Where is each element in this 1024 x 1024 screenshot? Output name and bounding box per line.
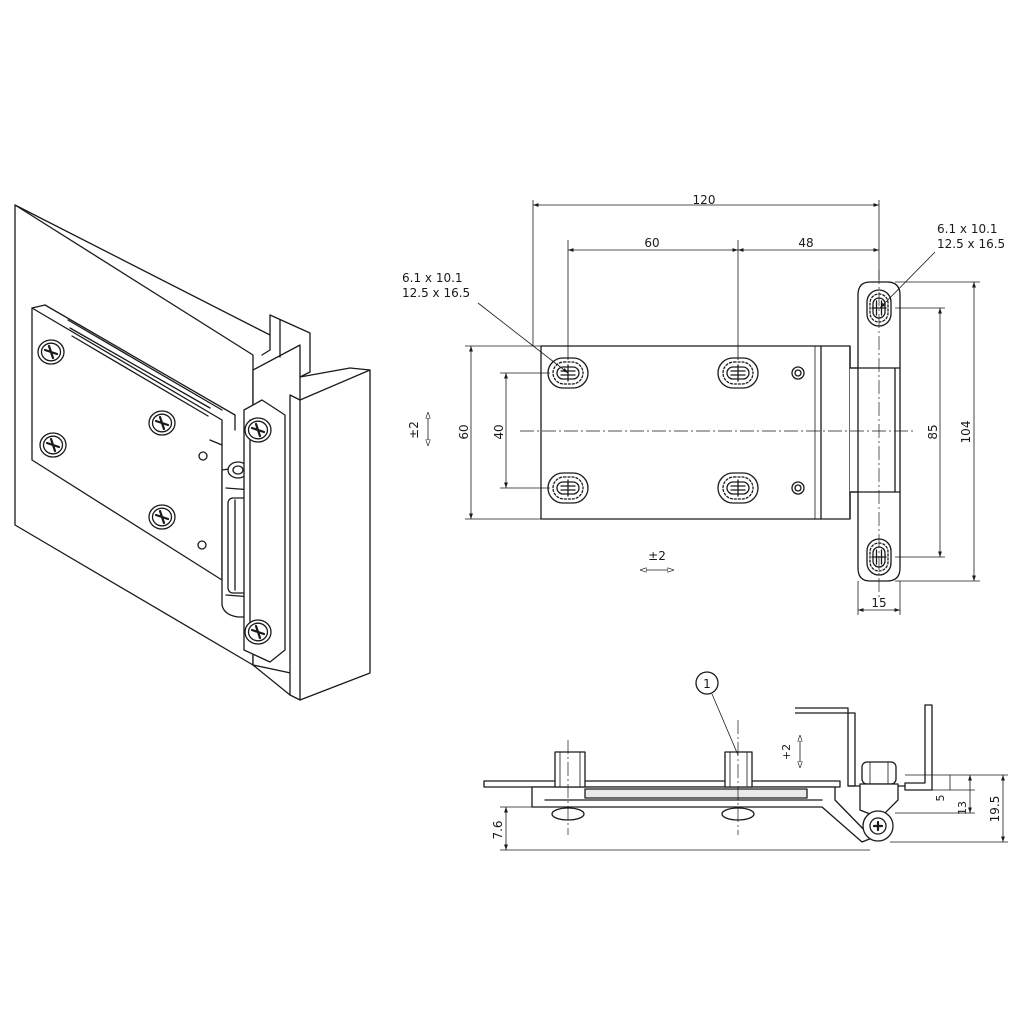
door-edge <box>483 780 841 788</box>
dim-depth-adjust-label: +2 <box>780 744 793 760</box>
dim-60-label: 60 <box>644 236 659 250</box>
side-extension-lines <box>500 774 1008 851</box>
hinge-pivot-side <box>859 761 899 842</box>
centerlines <box>520 270 915 598</box>
extension-lines <box>465 200 980 615</box>
dim-vertical-adjust-label: ±2 <box>407 421 421 439</box>
frame-leaf <box>243 399 286 663</box>
dim-horizontal-adjust-label: ±2 <box>648 549 666 563</box>
frame-leaf-top <box>849 281 901 582</box>
dim-120-label: 120 <box>693 193 716 207</box>
dim-7-6-label: 7.6 <box>491 820 505 839</box>
dim-15-label: 15 <box>871 596 886 610</box>
callout-leaders <box>477 251 936 374</box>
hole-callout-right-line2: 12.5 x 16.5 <box>937 237 1005 251</box>
mounting-plate-side <box>531 786 873 843</box>
dim-40-label: 40 <box>492 424 506 439</box>
hole-callout-right-line1: 6.1 x 10.1 <box>937 222 998 236</box>
hole-callout-left-line1: 6.1 x 10.1 <box>402 271 463 285</box>
dim-48-label: 48 <box>798 236 813 250</box>
balloon-label: 1 <box>703 677 711 691</box>
item-balloon <box>695 671 719 695</box>
dim-plate-height-label: 60 <box>457 424 471 439</box>
plate-screws <box>36 338 208 550</box>
hole-callout-left-line2: 12.5 x 16.5 <box>402 286 470 300</box>
dim-85-label: 85 <box>926 424 940 439</box>
dim-13-label: 13 <box>956 801 969 815</box>
balloon: 1 <box>695 671 739 756</box>
side-dimension-lines <box>504 735 1005 850</box>
top-view-labels: 120 60 48 60 40 ±2 ±2 85 104 15 6.1 x 10… <box>402 193 1005 610</box>
dimension-lines <box>428 203 976 612</box>
dim-5-label: 5 <box>934 795 947 802</box>
slot-holes <box>547 357 805 504</box>
top-view: 120 60 48 60 40 ±2 ±2 85 104 15 6.1 x 10… <box>402 193 1005 615</box>
dim-19-5-label: 19.5 <box>988 796 1002 823</box>
side-view: 1 7.6 5 13 19.5 +2 <box>483 671 1008 851</box>
isometric-view <box>14 204 371 701</box>
side-screws <box>551 720 755 835</box>
dim-104-label: 104 <box>959 421 973 444</box>
side-view-labels: 7.6 5 13 19.5 +2 <box>491 744 1002 840</box>
